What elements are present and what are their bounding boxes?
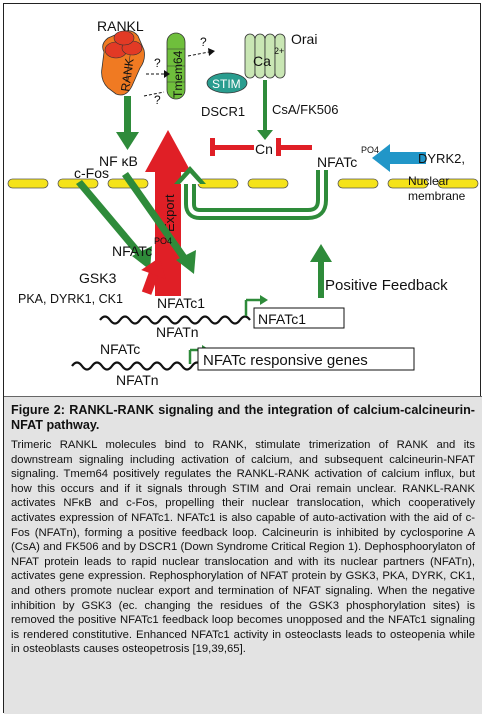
caption-body: Trimeric RANKL molecules bind to RANK, s… [11, 439, 475, 656]
orai-channel [244, 33, 286, 79]
nfatn-label-1: NFATn [156, 324, 199, 340]
nuclear-membrane [7, 178, 479, 189]
calcineurin-inhibition [210, 138, 312, 156]
calcineurin-label: Cn [255, 141, 273, 157]
rank-label: RANK [118, 57, 137, 92]
nfatc-label-2: NFATc [100, 341, 140, 357]
positive-feedback-arrow [310, 244, 332, 298]
gsk3-arrow [141, 257, 166, 295]
nfatc1-promoter-arrow [244, 295, 268, 316]
dyrk2-arrow [372, 144, 426, 172]
rank-receptor [101, 30, 145, 96]
dscr1-label: DSCR1 [201, 104, 245, 119]
dyrk2-label: DYRK2, [418, 151, 465, 166]
question-mark-3: ? [200, 35, 207, 49]
responsive-genes-label: NFATc responsive genes [203, 352, 368, 369]
tmem-stim-link [187, 51, 210, 57]
orai-label: Orai [291, 31, 317, 47]
stim-label: STIM [212, 77, 241, 91]
kinases-label: PKA, DYRK1, CK1 [18, 292, 123, 306]
nfatc-po4-label: NFATc [112, 243, 152, 259]
signaling-diagram: RANKL RANK Tmem64 ? ? ? Ca 2+ Orai [7, 18, 479, 388]
rank-tmem-arrowhead [164, 70, 170, 78]
nfatc1-gene-label: NFATc1 [258, 311, 306, 327]
nfkb-to-nfatc1-arrow [122, 172, 196, 274]
figure-caption: Figure 2: RANKL-RANK signaling and the i… [4, 396, 482, 714]
question-mark-1: ? [154, 56, 161, 70]
rank-cn-link [143, 91, 165, 97]
rank-to-nfkb-arrow [116, 96, 139, 150]
cfos-to-nfatc1-arrow [76, 180, 152, 270]
tmem64-label: Tmem64 [171, 50, 185, 98]
figure-frame: RANKL RANK Tmem64 ? ? ? Ca 2+ Orai [3, 3, 482, 714]
calcium-flow-arrow [257, 80, 273, 140]
tmem64-protein [166, 32, 186, 100]
positive-feedback-label: Positive Feedback [325, 277, 448, 294]
responsive-genes-box [197, 347, 415, 371]
rankl-label: RANKL [97, 18, 144, 34]
dna-strand-2 [71, 361, 203, 371]
caption-title: Figure 2: RANKL-RANK signaling and the i… [11, 403, 475, 432]
dna-strand-1 [99, 315, 251, 325]
export-label: Export [162, 194, 177, 232]
question-mark-2: ? [154, 93, 161, 107]
nfatn-label-2: NFATn [116, 372, 159, 388]
cfos-label: c-Fos [74, 165, 109, 181]
nuclear-membrane-label-2: membrane [408, 189, 466, 203]
calcium-charge: 2+ [274, 46, 284, 56]
nfatc1-gene-box [253, 307, 345, 329]
nuclear-membrane-label-1: Nuclear [408, 174, 449, 188]
gsk3-label: GSK3 [79, 270, 117, 286]
tmem-stim-arrowhead [208, 48, 215, 56]
csa-fk506-label: CsA/FK506 [272, 102, 338, 117]
stim-protein [206, 72, 248, 94]
nuclear-import-arrow [174, 166, 328, 220]
nfatc-cytoplasm-label: NFATc [317, 154, 357, 170]
nfatc1-protein-label: NFATc1 [157, 295, 205, 311]
nfkb-label: NF κB [99, 153, 138, 169]
po4-lower-label: PO4 [154, 236, 172, 246]
po4-upper-label: PO4 [361, 145, 379, 155]
calcium-label: Ca [253, 53, 271, 69]
